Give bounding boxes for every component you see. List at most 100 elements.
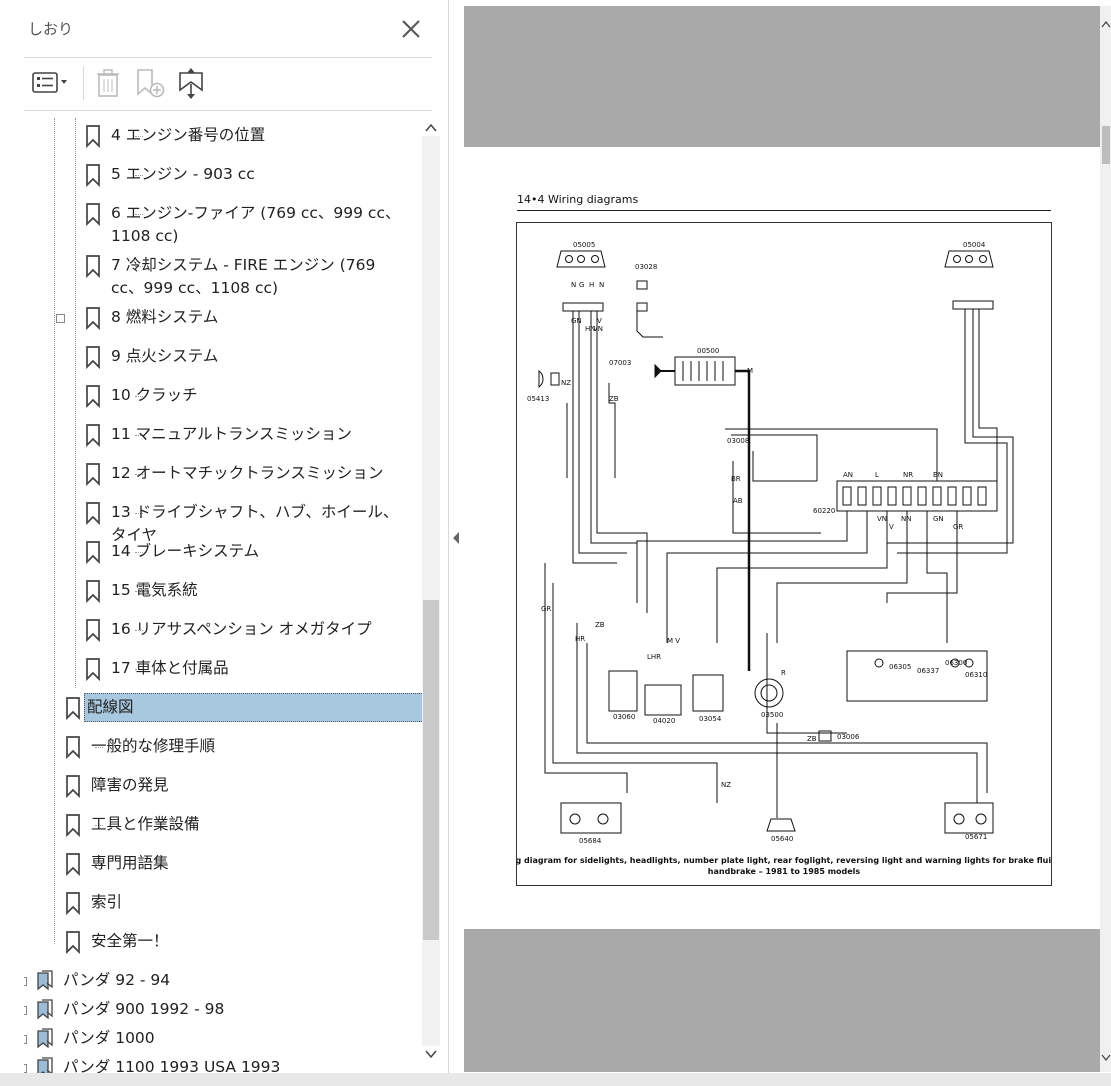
wire-code: GN bbox=[571, 317, 582, 325]
wire-code: BN bbox=[933, 471, 943, 479]
component-label: 05413 bbox=[527, 395, 549, 403]
wire-code: VN bbox=[877, 515, 887, 523]
divider bbox=[24, 57, 432, 58]
bookmark-label: 5 エンジン - 903 cc bbox=[111, 165, 255, 183]
wire-code: ZB bbox=[609, 395, 619, 403]
component-03054 bbox=[692, 674, 724, 712]
bookmark-icon bbox=[66, 931, 80, 954]
bookmark-icon bbox=[86, 424, 100, 447]
component-label: 03060 bbox=[613, 713, 635, 721]
bookmark-label: 10 クラッチ bbox=[111, 386, 198, 404]
bookmark-label: 工具と作業設備 bbox=[91, 815, 200, 833]
component-label: 60220 bbox=[813, 507, 835, 515]
bookmark-icon bbox=[66, 736, 80, 759]
bookmark-icon bbox=[86, 541, 100, 564]
wire-code: HR bbox=[575, 635, 585, 643]
tree-guide bbox=[135, 136, 143, 137]
bookmark-group-icon bbox=[37, 999, 53, 1020]
expand-toggle-icon[interactable] bbox=[24, 977, 27, 986]
tree-guide bbox=[95, 747, 103, 748]
component-label: 06305 bbox=[889, 663, 911, 671]
component-label: 06310 bbox=[965, 671, 987, 679]
wire-code: V bbox=[597, 317, 602, 325]
collapse-panel-arrow-icon[interactable] bbox=[450, 530, 462, 546]
bookmark-label: パンダ 1100 1993 USA 1993 bbox=[63, 1058, 281, 1073]
wire-code: GN bbox=[933, 515, 944, 523]
trash-icon[interactable] bbox=[94, 66, 122, 100]
rear-lamp-cluster bbox=[846, 650, 988, 702]
bookmark-icon bbox=[66, 814, 80, 837]
rear-lamp-right bbox=[944, 802, 994, 834]
scroll-up-arrow-icon[interactable] bbox=[424, 120, 438, 136]
bookmark-icon bbox=[86, 346, 100, 369]
component-label: 05004 bbox=[963, 241, 986, 249]
panel-title: しおり bbox=[28, 20, 74, 38]
wire-code: NZ bbox=[561, 379, 571, 387]
component-label: 00500 bbox=[697, 347, 719, 355]
expand-toggle-icon[interactable] bbox=[24, 1035, 27, 1044]
tree-guide bbox=[135, 552, 143, 553]
component-label: 05684 bbox=[579, 837, 602, 845]
wire-code: LHR bbox=[647, 653, 661, 661]
diagram-caption: handbrake – 1981 to 1985 models bbox=[708, 867, 861, 876]
component-label: 05005 bbox=[573, 241, 595, 249]
expand-toggle-icon[interactable] bbox=[24, 1006, 27, 1015]
battery-symbol bbox=[674, 356, 736, 386]
scroll-down-arrow-icon[interactable] bbox=[424, 1046, 438, 1062]
bookmark-label: 安全第一！ bbox=[91, 932, 169, 950]
document-scrollbar-thumb[interactable] bbox=[1102, 126, 1110, 164]
header-rule bbox=[517, 210, 1051, 211]
tree-guide bbox=[135, 318, 143, 319]
tree-guide bbox=[135, 175, 143, 176]
bookmark-icon bbox=[86, 164, 100, 187]
component-label: 03054 bbox=[699, 715, 722, 723]
wire-code: ZB bbox=[807, 735, 817, 743]
new-bookmark-icon[interactable] bbox=[134, 66, 166, 100]
bookmark-label: 6 エンジン-ファイア (769 cc、999 cc、1108 cc) bbox=[111, 204, 401, 245]
expand-bookmark-icon[interactable] bbox=[174, 66, 208, 100]
bookmark-label: 11 マニュアルトランスミッション bbox=[111, 425, 352, 443]
bookmark-label: 17 車体と付属品 bbox=[111, 659, 229, 677]
wire-code: G bbox=[579, 281, 584, 289]
bookmark-label: 8 燃料システム bbox=[111, 308, 219, 326]
bookmark-label: 一般的な修理手順 bbox=[91, 737, 216, 755]
bookmark-icon bbox=[66, 853, 80, 876]
wire-code: N bbox=[571, 281, 576, 289]
scroll-down-arrow-icon[interactable] bbox=[1101, 1050, 1111, 1064]
tree-guide bbox=[135, 630, 143, 631]
scroll-up-arrow-icon[interactable] bbox=[1101, 18, 1111, 32]
bookmark-label: 9 点火システム bbox=[111, 347, 219, 365]
scrollbar-thumb[interactable] bbox=[423, 600, 439, 940]
wire-code: HN bbox=[585, 325, 596, 333]
tree-guide bbox=[135, 396, 143, 397]
tree-guide bbox=[95, 825, 103, 826]
document-scrollbar-track[interactable] bbox=[1100, 6, 1111, 1072]
tree-guide bbox=[54, 118, 55, 944]
component-label: 04020 bbox=[653, 717, 675, 725]
list-options-icon[interactable] bbox=[30, 66, 72, 100]
component-label: 07003 bbox=[609, 359, 631, 367]
wire-code: L bbox=[875, 471, 879, 479]
tree-guide bbox=[135, 474, 143, 475]
bookmark-icon bbox=[66, 775, 80, 798]
bookmark-icon bbox=[86, 385, 100, 408]
component-label: 05640 bbox=[771, 835, 793, 843]
bookmark-icon bbox=[86, 255, 100, 278]
close-icon[interactable] bbox=[398, 16, 424, 42]
bookmark-label: 7 冷却システム - FIRE エンジン (769 cc、999 cc、1108… bbox=[111, 256, 376, 297]
expand-toggle-icon[interactable] bbox=[56, 314, 65, 323]
bookmark-label: 障害の発見 bbox=[91, 776, 169, 794]
bookmark-label: パンダ 900 1992 - 98 bbox=[63, 1000, 225, 1018]
wire-code: V bbox=[889, 523, 894, 531]
tree-guide bbox=[95, 864, 103, 865]
component-label: 05671 bbox=[965, 833, 987, 841]
fuse-box bbox=[836, 480, 998, 512]
bookmark-icon bbox=[86, 502, 100, 525]
tree-guide bbox=[135, 214, 143, 215]
wire-code: H bbox=[589, 281, 594, 289]
expand-toggle-icon[interactable] bbox=[24, 1064, 27, 1073]
bookmark-icon bbox=[86, 125, 100, 148]
wiring-diagram: 05005 03028 05004 00500 07003 05413 0300… bbox=[516, 222, 1052, 886]
component-label: 03500 bbox=[761, 711, 783, 719]
wire-code: VN bbox=[593, 325, 603, 333]
